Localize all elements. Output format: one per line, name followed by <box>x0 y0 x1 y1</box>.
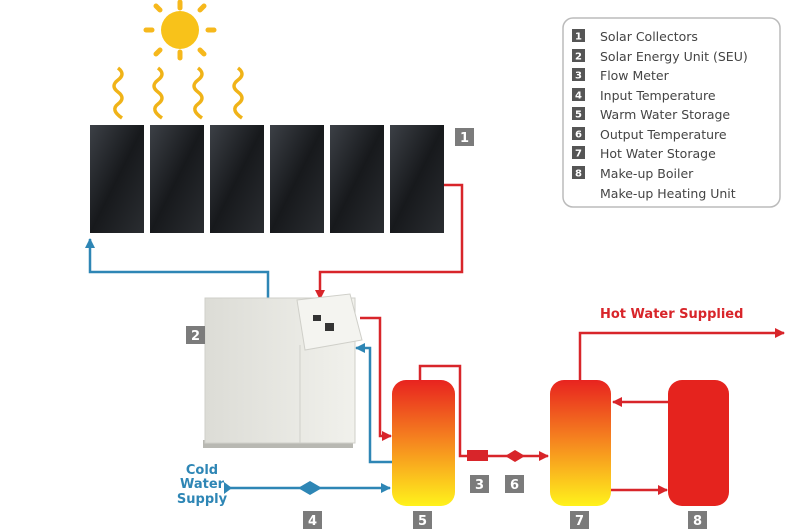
svg-text:Hot Water Storage: Hot Water Storage <box>600 146 716 161</box>
svg-text:Flow Meter: Flow Meter <box>600 68 670 83</box>
svg-text:Make-up Heating Unit: Make-up Heating Unit <box>600 186 736 201</box>
flow-meter <box>467 450 488 461</box>
pipe-tank5-to-unit <box>355 343 392 464</box>
warm-water-storage-tank <box>392 380 455 506</box>
svg-text:Solar Collectors: Solar Collectors <box>600 29 698 44</box>
legend-item: 8 Make-up Boiler <box>572 166 694 181</box>
pipe-hot-supplied <box>578 328 785 382</box>
svg-text:7: 7 <box>575 149 582 160</box>
legend-item: 4 Input Temperature <box>572 88 716 103</box>
marker-2: 2 <box>186 326 205 344</box>
cold-water-line-2: Water <box>180 477 225 492</box>
svg-text:6: 6 <box>575 130 582 141</box>
legend: 1 Solar Collectors 2 Solar Energy Unit (SE… <box>562 17 781 208</box>
svg-text:7: 7 <box>575 514 584 529</box>
marker-4: 4 <box>303 511 322 529</box>
sun-icon <box>143 0 217 61</box>
svg-text:2: 2 <box>575 52 582 63</box>
marker-3: 3 <box>470 475 489 493</box>
svg-text:3: 3 <box>475 478 484 493</box>
marker-6: 6 <box>505 475 524 493</box>
svg-text:Make-up Boiler: Make-up Boiler <box>600 166 694 181</box>
svg-text:2: 2 <box>191 329 200 344</box>
input-temperature-sensor <box>298 481 322 495</box>
pipe-cold-to-collectors <box>85 238 270 300</box>
legend-item: 3 Flow Meter <box>572 68 670 83</box>
cold-water-line-3: Supply <box>177 492 228 507</box>
svg-text:3: 3 <box>575 71 582 82</box>
pipe-unit-to-tank5 <box>360 316 392 441</box>
svg-text:1: 1 <box>575 32 582 43</box>
svg-text:8: 8 <box>575 169 582 180</box>
heat-rays-icon <box>112 66 244 120</box>
svg-text:Output Temperature: Output Temperature <box>600 127 727 142</box>
make-up-boiler <box>668 380 729 506</box>
svg-text:1: 1 <box>460 131 469 146</box>
marker-1: 1 <box>455 128 474 146</box>
solar-collectors <box>90 125 444 233</box>
cold-water-supply-label: Cold Water Supply <box>177 463 228 507</box>
legend-item: 7 Hot Water Storage <box>572 146 716 161</box>
svg-text:Solar Energy Unit (SEU): Solar Energy Unit (SEU) <box>600 49 748 64</box>
svg-text:8: 8 <box>693 514 702 529</box>
pipe-hot-from-collectors <box>315 183 464 300</box>
hot-water-supplied-label: Hot Water Supplied <box>600 307 743 322</box>
marker-8: 8 <box>688 511 707 529</box>
solar-energy-unit <box>203 293 363 448</box>
legend-item: 1 Solar Collectors <box>572 29 698 44</box>
output-temperature-sensor <box>505 450 525 462</box>
legend-item: 6 Output Temperature <box>572 127 727 142</box>
svg-text:5: 5 <box>418 514 427 529</box>
legend-item: Make-up Heating Unit <box>600 186 736 201</box>
svg-text:5: 5 <box>575 110 582 121</box>
pipe-tank5-to-tank7 <box>418 364 549 461</box>
legend-item: 2 Solar Energy Unit (SEU) <box>572 49 748 64</box>
svg-text:4: 4 <box>308 514 317 529</box>
svg-text:4: 4 <box>575 91 582 102</box>
marker-5: 5 <box>413 511 432 529</box>
hot-water-storage-tank <box>550 380 611 506</box>
legend-item: 5 Warm Water Storage <box>572 107 730 122</box>
marker-7: 7 <box>570 511 589 529</box>
cold-water-line-1: Cold <box>186 463 218 478</box>
cold-inlet-arrow-icon <box>224 482 232 494</box>
svg-text:6: 6 <box>510 478 519 493</box>
svg-text:Warm Water Storage: Warm Water Storage <box>600 107 730 122</box>
svg-text:Input Temperature: Input Temperature <box>600 88 716 103</box>
